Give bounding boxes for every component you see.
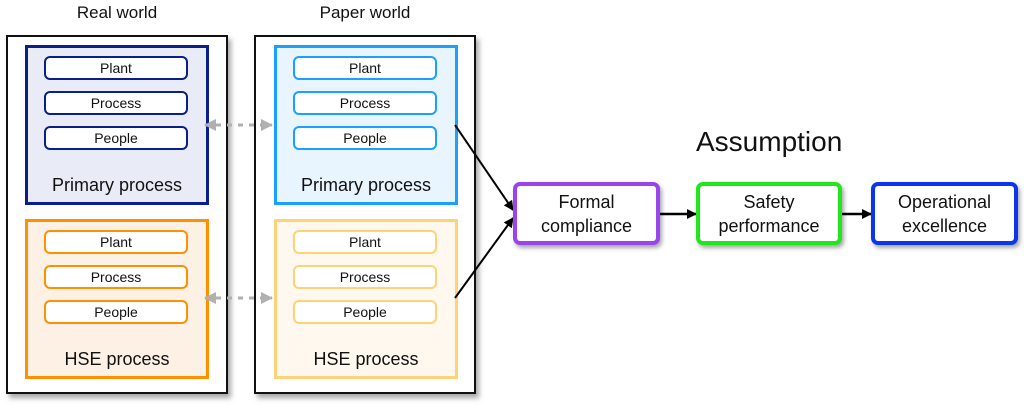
real-hse-process-group: Plant Process People HSE process xyxy=(25,219,209,379)
operational-excellence-line2: excellence xyxy=(901,215,988,236)
real-primary-people: People xyxy=(44,126,188,150)
paper-primary-plant: Plant xyxy=(293,56,437,80)
operational-excellence-line1: Operational xyxy=(897,191,992,212)
real-primary-process: Process xyxy=(44,91,188,115)
paper-world-title: Paper world xyxy=(319,3,411,22)
real-primary-label: Primary process xyxy=(51,175,183,195)
formal-compliance-box: Formal compliance xyxy=(513,182,660,245)
operational-excellence-box: Operational excellence xyxy=(871,182,1018,245)
paper-hse-label: HSE process xyxy=(313,349,419,369)
safety-performance-box: Safety performance xyxy=(696,182,842,245)
paper-hse-process: Process xyxy=(293,265,437,289)
paper-hse-plant: Plant xyxy=(293,230,437,254)
formal-compliance-line1: Formal xyxy=(558,191,615,212)
paper-hse-process-group: Plant Process People HSE process xyxy=(274,219,458,379)
paper-primary-process: Process xyxy=(293,91,437,115)
paper-world-container: Plant Process People Primary process Pla… xyxy=(254,35,476,394)
formal-compliance-line2: compliance xyxy=(540,215,633,236)
primary-to-compliance-arrow xyxy=(454,124,514,211)
safety-performance-line2: performance xyxy=(718,215,820,236)
real-primary-plant: Plant xyxy=(44,56,188,80)
assumption-label: Assumption xyxy=(696,126,843,157)
real-world-container: Plant Process People Primary process Pla… xyxy=(6,35,228,394)
paper-primary-process-group: Plant Process People Primary process xyxy=(274,45,458,205)
real-hse-label: HSE process xyxy=(64,349,170,369)
real-hse-plant: Plant xyxy=(44,230,188,254)
real-hse-people: People xyxy=(44,300,188,324)
paper-hse-people: People xyxy=(293,300,437,324)
real-world-title: Real world xyxy=(76,3,158,22)
paper-primary-label: Primary process xyxy=(300,175,432,195)
safety-performance-line1: Safety xyxy=(743,191,795,212)
real-primary-process-group: Plant Process People Primary process xyxy=(25,45,209,205)
real-hse-process: Process xyxy=(44,265,188,289)
paper-primary-people: People xyxy=(293,126,437,150)
hse-to-compliance-arrow xyxy=(454,217,514,299)
